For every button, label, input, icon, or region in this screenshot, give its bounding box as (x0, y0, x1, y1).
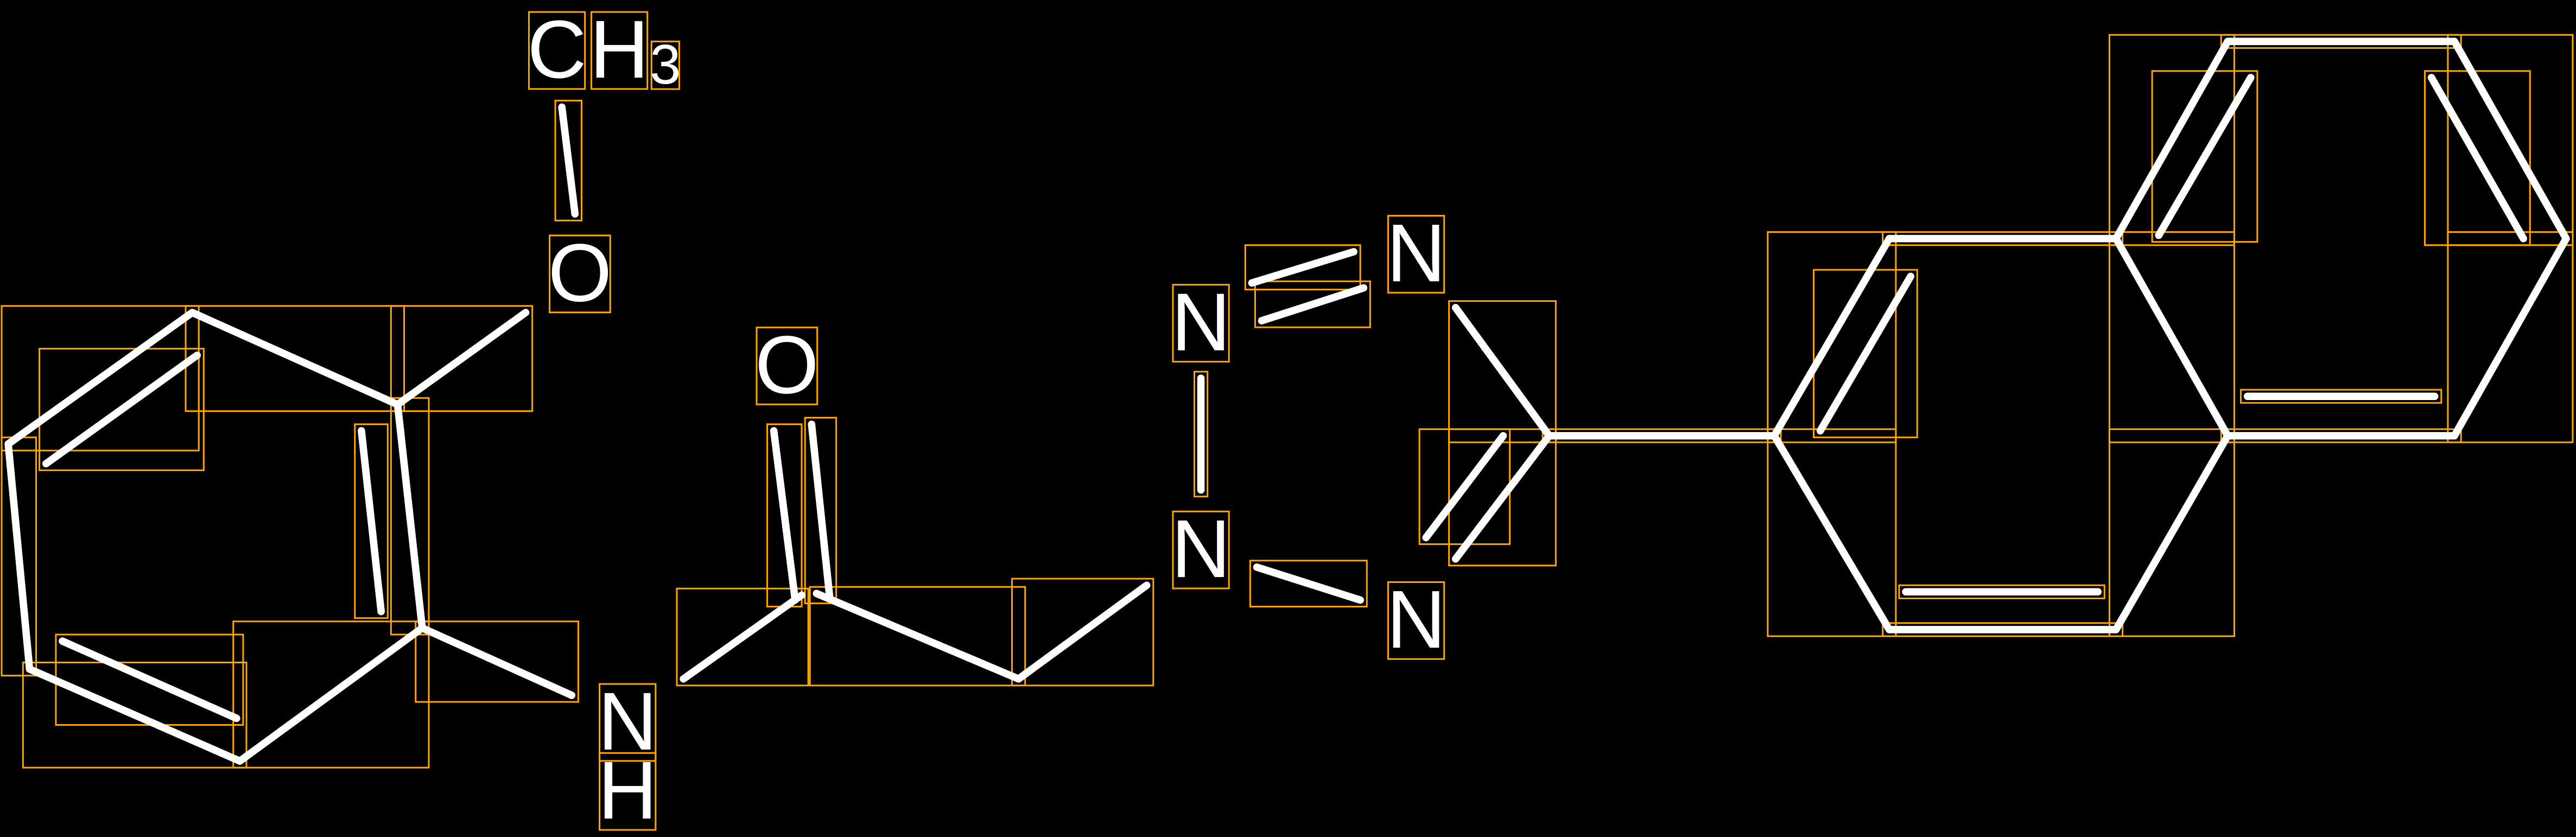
atom-bounding-box (590, 11, 649, 90)
bond-bounding-box (232, 620, 430, 769)
bonds (4, 37, 2570, 765)
bond (1771, 432, 1893, 633)
bond (59, 637, 240, 722)
bond (394, 308, 530, 409)
bond (2155, 74, 2255, 239)
bond (1816, 272, 1914, 435)
atom-bounding-box (756, 326, 819, 405)
bond (1253, 563, 1364, 604)
bond-bounding-box (2240, 389, 2442, 404)
bond-bounding-box (39, 347, 205, 471)
bond (1451, 303, 1553, 440)
bond-bounding-box (1193, 371, 1209, 498)
bond (680, 591, 805, 683)
bond-bounding-box (2220, 34, 2462, 49)
bond-bounding-box (2447, 231, 2574, 443)
bond-bounding-box (1249, 560, 1368, 608)
bond (1422, 432, 1507, 542)
bond-bounding-box (1541, 428, 1782, 443)
bond (2112, 432, 2232, 633)
atom-methoxy-o: O (548, 227, 612, 319)
bond-bounding-box (22, 661, 248, 769)
bond-bounding-box (1882, 622, 2124, 637)
bond (1771, 234, 1893, 440)
bond-bounding-box (809, 586, 1026, 687)
bond (26, 665, 244, 765)
atom-amide-h: H (598, 745, 657, 836)
bond-bounding-box (2108, 34, 2235, 246)
bond (770, 427, 799, 604)
bond (2451, 37, 2570, 243)
bond (1451, 432, 1553, 563)
annotation-boxes (1, 11, 2574, 831)
bond-bounding-box (1898, 584, 2105, 599)
bond (358, 427, 385, 616)
atom-bounding-box (599, 683, 657, 762)
bond-bounding-box (1244, 244, 1361, 290)
bond-bounding-box (1011, 578, 1154, 687)
atom-bounding-box (528, 11, 586, 90)
bond (2427, 74, 2527, 243)
atom-bounding-box (1387, 581, 1445, 660)
atom-triazole-n4: N (1386, 574, 1445, 665)
bond-bounding-box (2220, 428, 2462, 443)
bond-bounding-box (2424, 70, 2531, 246)
bond-bounding-box (1882, 231, 2124, 246)
bond-bounding-box (804, 416, 837, 605)
bond-bounding-box (1, 305, 200, 452)
bond-bounding-box (185, 305, 405, 412)
bond (1248, 248, 1357, 287)
atom-bounding-box (1172, 284, 1230, 363)
bond-bounding-box (390, 305, 534, 412)
bond (42, 351, 201, 468)
bond-bounding-box (554, 99, 582, 221)
atom-bounding-box (650, 40, 680, 90)
atom-bounding-box (599, 752, 657, 831)
bond-bounding-box (1254, 280, 1371, 328)
atom-carbonyl-o: O (755, 319, 819, 411)
atom-triazole-n2: N (1171, 503, 1230, 595)
atom-bounding-box (1172, 510, 1230, 589)
bond-bounding-box (1767, 231, 1897, 443)
bond (2112, 37, 2232, 243)
bond (418, 624, 576, 699)
bond (813, 589, 1023, 683)
bond (1014, 581, 1151, 683)
atom-amide-n: N (598, 676, 657, 768)
bond-bounding-box (2108, 231, 2235, 443)
bond-bounding-box (354, 423, 389, 619)
bond-bounding-box (2108, 428, 2235, 637)
bond (4, 308, 196, 448)
bond-bounding-box (2151, 70, 2258, 243)
atom-methyl-h: H (589, 4, 649, 96)
bond (558, 103, 579, 218)
bond-bounding-box (415, 620, 579, 703)
atom-bounding-box (549, 234, 611, 314)
bond (236, 624, 426, 765)
bond (1258, 284, 1368, 325)
bond-bounding-box (1767, 428, 1897, 637)
atom-triazole-n1: N (1171, 276, 1230, 368)
atom-triazole-n3: N (1386, 207, 1445, 299)
bond (394, 401, 426, 632)
bond (4, 440, 34, 673)
atom-methyl-subscript: 3 (650, 33, 681, 96)
bond-bounding-box (1813, 269, 1918, 439)
atom-labels: C H 3 O O N H N N N N (527, 4, 1445, 836)
bond (2451, 234, 2570, 440)
atom-methyl-c: C (527, 4, 586, 96)
bond (188, 308, 402, 409)
bond-bounding-box (676, 587, 809, 687)
bond (808, 420, 834, 601)
bond (2112, 234, 2232, 440)
atom-bounding-box (1387, 214, 1445, 294)
